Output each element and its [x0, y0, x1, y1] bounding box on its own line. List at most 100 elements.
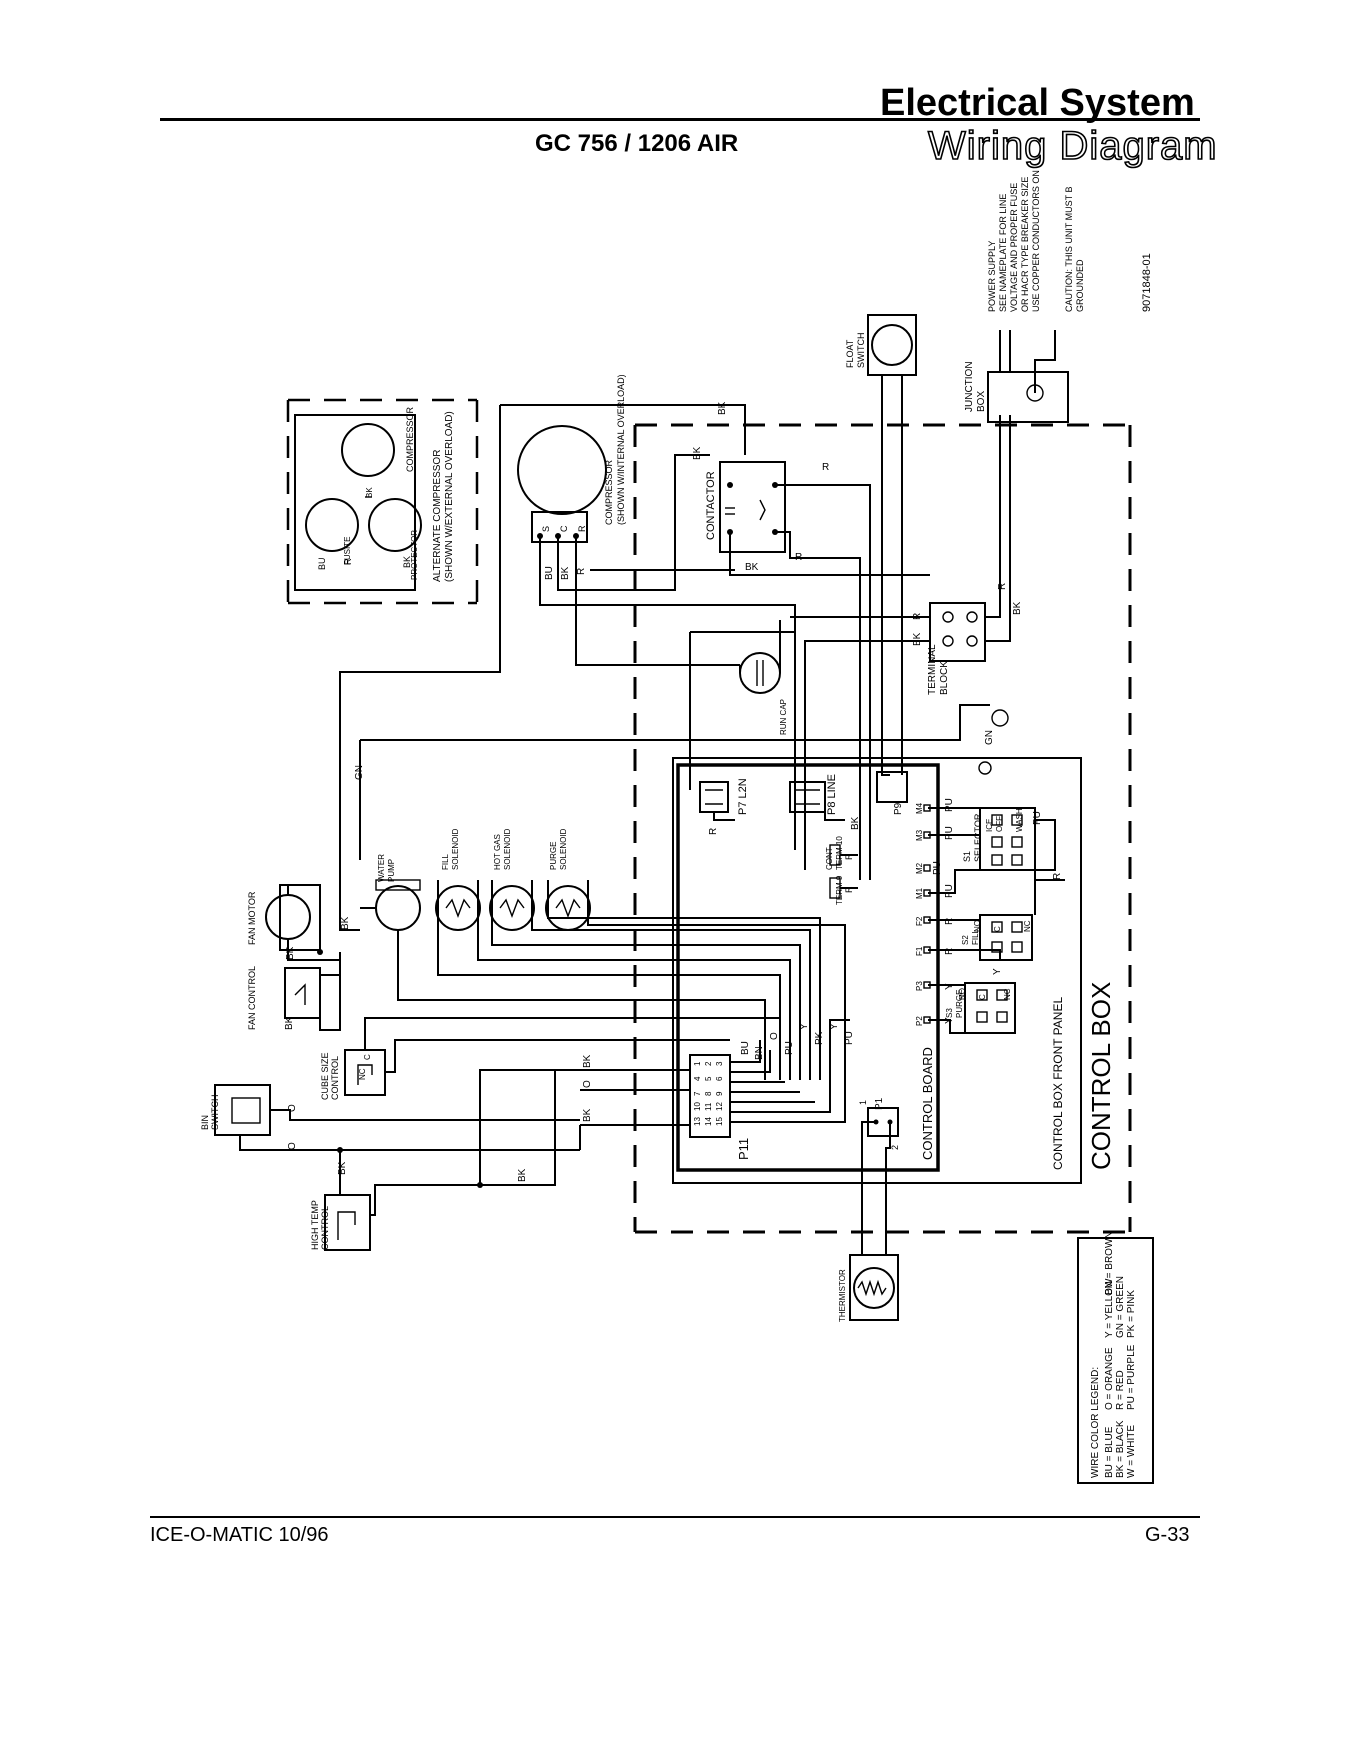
p11-label: P11	[736, 1138, 751, 1160]
wire-tag-bk: BK	[365, 487, 374, 498]
wire-tag-bk: BK	[582, 1054, 593, 1068]
terminal-block-label: BLOCK	[939, 661, 950, 695]
wire-tag-o: O	[769, 1032, 780, 1040]
legend-entry: R = RED	[1115, 1370, 1126, 1410]
wire-tag-c: C	[978, 994, 987, 1000]
p9-connector	[876, 771, 908, 803]
p1-pin-2: 2	[890, 1145, 900, 1150]
wire-tag-o: O	[287, 1142, 298, 1150]
wire-tag-r: R	[944, 948, 955, 955]
p11-board-wiring	[730, 1019, 850, 1123]
board-pin-p3: P3	[915, 981, 924, 991]
diagram-subtitle: Wiring Diagram	[927, 123, 1218, 169]
front-panel-label: CONTROL BOX FRONT PANEL	[1051, 997, 1065, 1170]
float-switch-label: SWITCH	[856, 333, 866, 369]
junction-box	[987, 330, 1069, 423]
header-rule	[160, 118, 1200, 121]
legend-entry: BK = BLACK	[1115, 1420, 1126, 1478]
p11-pin: 10	[693, 1102, 702, 1111]
board-pin-m2: M2	[915, 862, 924, 874]
wire-tag-bk: BK	[745, 562, 759, 573]
wire-tag-pu: PU	[844, 1031, 855, 1045]
wire-tag-pu: PU	[1032, 811, 1043, 825]
wire-tag-y: Y	[992, 968, 1003, 975]
wire-tag-bk: BK	[582, 1108, 593, 1122]
bin-switch-label: BIN	[200, 1115, 210, 1130]
caution-note: GROUNDED	[1075, 259, 1085, 312]
page-number: G-33	[1145, 1524, 1190, 1546]
water-pump-label: WATER	[377, 854, 386, 882]
p7-connector	[699, 781, 735, 821]
p11-pin: 11	[704, 1102, 713, 1111]
control-box-outline	[633, 423, 1132, 1234]
legend-entry: W = WHITE	[1126, 1425, 1137, 1478]
legend-entry: O = ORANGE	[1104, 1347, 1115, 1410]
wire-tag-pk: PK	[814, 1031, 825, 1045]
s2-label: S2	[961, 935, 970, 945]
high-temp-control	[324, 1069, 620, 1251]
s2-fill-switch	[979, 914, 1033, 961]
s3-label: PURGE	[955, 990, 964, 1018]
bin-switch	[214, 1084, 580, 1151]
wire-tag-bk: BK	[337, 1161, 348, 1175]
wire-tag-r: R	[822, 462, 829, 473]
board-pin-p2: P2	[915, 1016, 924, 1026]
legend-title: WIRE COLOR LEGEND:	[1090, 1367, 1101, 1478]
p1-pin-1: 1	[858, 1100, 868, 1105]
wire-tag-nc: NC	[1023, 920, 1032, 932]
ground-wiring	[359, 704, 1009, 860]
document-number: 9071848-01	[1141, 253, 1153, 312]
board-pin-m3: M3	[915, 829, 924, 841]
p7-label: P7 L2N	[737, 778, 749, 815]
wire-tag-no: NO	[958, 988, 967, 1000]
wire-tag-bu: BU	[740, 1041, 751, 1055]
wire-tag-c: C	[993, 926, 1002, 932]
wire-tag-bk: BK	[692, 446, 703, 460]
p11-pin: 7	[693, 1091, 702, 1096]
wire-tag-pu: PU	[944, 884, 955, 898]
board-pin-m1: M1	[915, 887, 924, 899]
wire-tag-y: Y	[944, 1017, 955, 1024]
hot-gas-solenoid	[489, 880, 811, 1080]
fusite-label: FUSITE	[343, 537, 352, 565]
compressor-label: COMPRESSOR	[604, 459, 614, 525]
power-supply-note: OR HACR TYPE BREAKER SIZE	[1020, 177, 1030, 312]
fan-control-label: FAN CONTROL	[247, 966, 257, 1030]
wire-tag-bn: BN	[754, 1046, 765, 1060]
cube-size-control-label: CUBE SIZE	[320, 1052, 330, 1100]
s1-label: S1	[962, 851, 972, 862]
compressor-label: (SHOWN W/INTERNAL OVERLOAD)	[616, 374, 626, 525]
fill-solenoid-label: SOLENOID	[451, 828, 460, 870]
board-pin-f2: F2	[915, 916, 924, 926]
float-switch-label: FLOAT	[845, 339, 855, 368]
wire-tag-bu: BU	[317, 557, 327, 570]
run-cap-label: RUN CAP	[779, 699, 788, 735]
power-supply-note: USE COPPER CONDUCTORS ON	[1031, 170, 1041, 312]
p11-pin: 8	[704, 1091, 713, 1096]
wire-tag-bk: BK	[285, 946, 296, 960]
terminal-block	[790, 415, 1011, 870]
s3-purge-switch	[964, 982, 1016, 1034]
fan-control	[284, 952, 341, 1031]
wire-tag-bk: BK	[560, 566, 571, 580]
p11-left-wiring	[317, 949, 690, 1188]
purge-solenoid	[545, 880, 846, 1080]
cube-size-control-label: CONTROL	[330, 1056, 340, 1100]
caution-note: CAUTION: THIS UNIT MUST B	[1064, 186, 1074, 312]
purge-solenoid-label: PURGE	[549, 842, 558, 870]
wire-tag-bk: BK	[340, 916, 351, 930]
wire-tag-o: O	[287, 1104, 298, 1112]
hot-gas-solenoid-label: HOT GAS	[493, 834, 502, 870]
section-title: Electrical System	[880, 82, 1195, 124]
cont-term10-label: TERM 10	[835, 836, 844, 870]
p11-pin: 5	[704, 1076, 713, 1081]
wire-color-legend	[1077, 1237, 1154, 1484]
footer-left: ICE-O-MATIC 10/96	[150, 1524, 329, 1546]
power-supply-note: VOLTAGE AND PROPER FUSE	[1009, 183, 1019, 312]
p11-pin: 1	[693, 1061, 702, 1066]
wire-tag-nc: NC	[1003, 988, 1012, 1000]
legend-entry: PK = PINK	[1126, 1290, 1137, 1338]
control-box-label: CONTROL BOX	[1086, 982, 1116, 1170]
wire-tag-r: R	[576, 568, 587, 575]
